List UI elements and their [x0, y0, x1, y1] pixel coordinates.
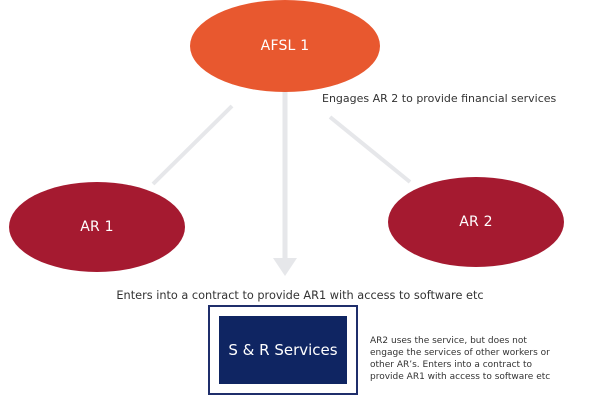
node-sr-services-label: S & R Services	[228, 341, 338, 359]
note-line: AR2 uses the service, but does not	[370, 336, 527, 346]
engages-annotation: Engages AR 2 to provide financial servic…	[322, 92, 557, 105]
note-line: other AR’s. Enters into a contract to	[370, 360, 532, 370]
node-ar1[interactable]: AR 1	[9, 182, 185, 272]
node-sr-services[interactable]: S & R Services	[208, 305, 358, 395]
node-sr-services-fill: S & R Services	[219, 316, 347, 384]
enters-annotation: Enters into a contract to provide AR1 wi…	[116, 289, 484, 302]
note-line: engage the services of other workers or	[370, 348, 550, 358]
node-afsl1-label: AFSL 1	[260, 38, 310, 54]
node-ar1-label: AR 1	[80, 219, 114, 235]
sr-services-note: AR2 uses the service, but does not engag…	[370, 335, 600, 383]
connector-afsl1-ar1	[151, 104, 234, 186]
arrow-head-icon	[273, 258, 297, 276]
connector-afsl1-ar2	[328, 115, 412, 184]
node-ar2[interactable]: AR 2	[388, 177, 564, 267]
node-afsl1[interactable]: AFSL 1	[190, 0, 380, 92]
note-line: provide AR1 with access to software etc	[370, 372, 551, 382]
node-ar2-label: AR 2	[459, 214, 493, 230]
